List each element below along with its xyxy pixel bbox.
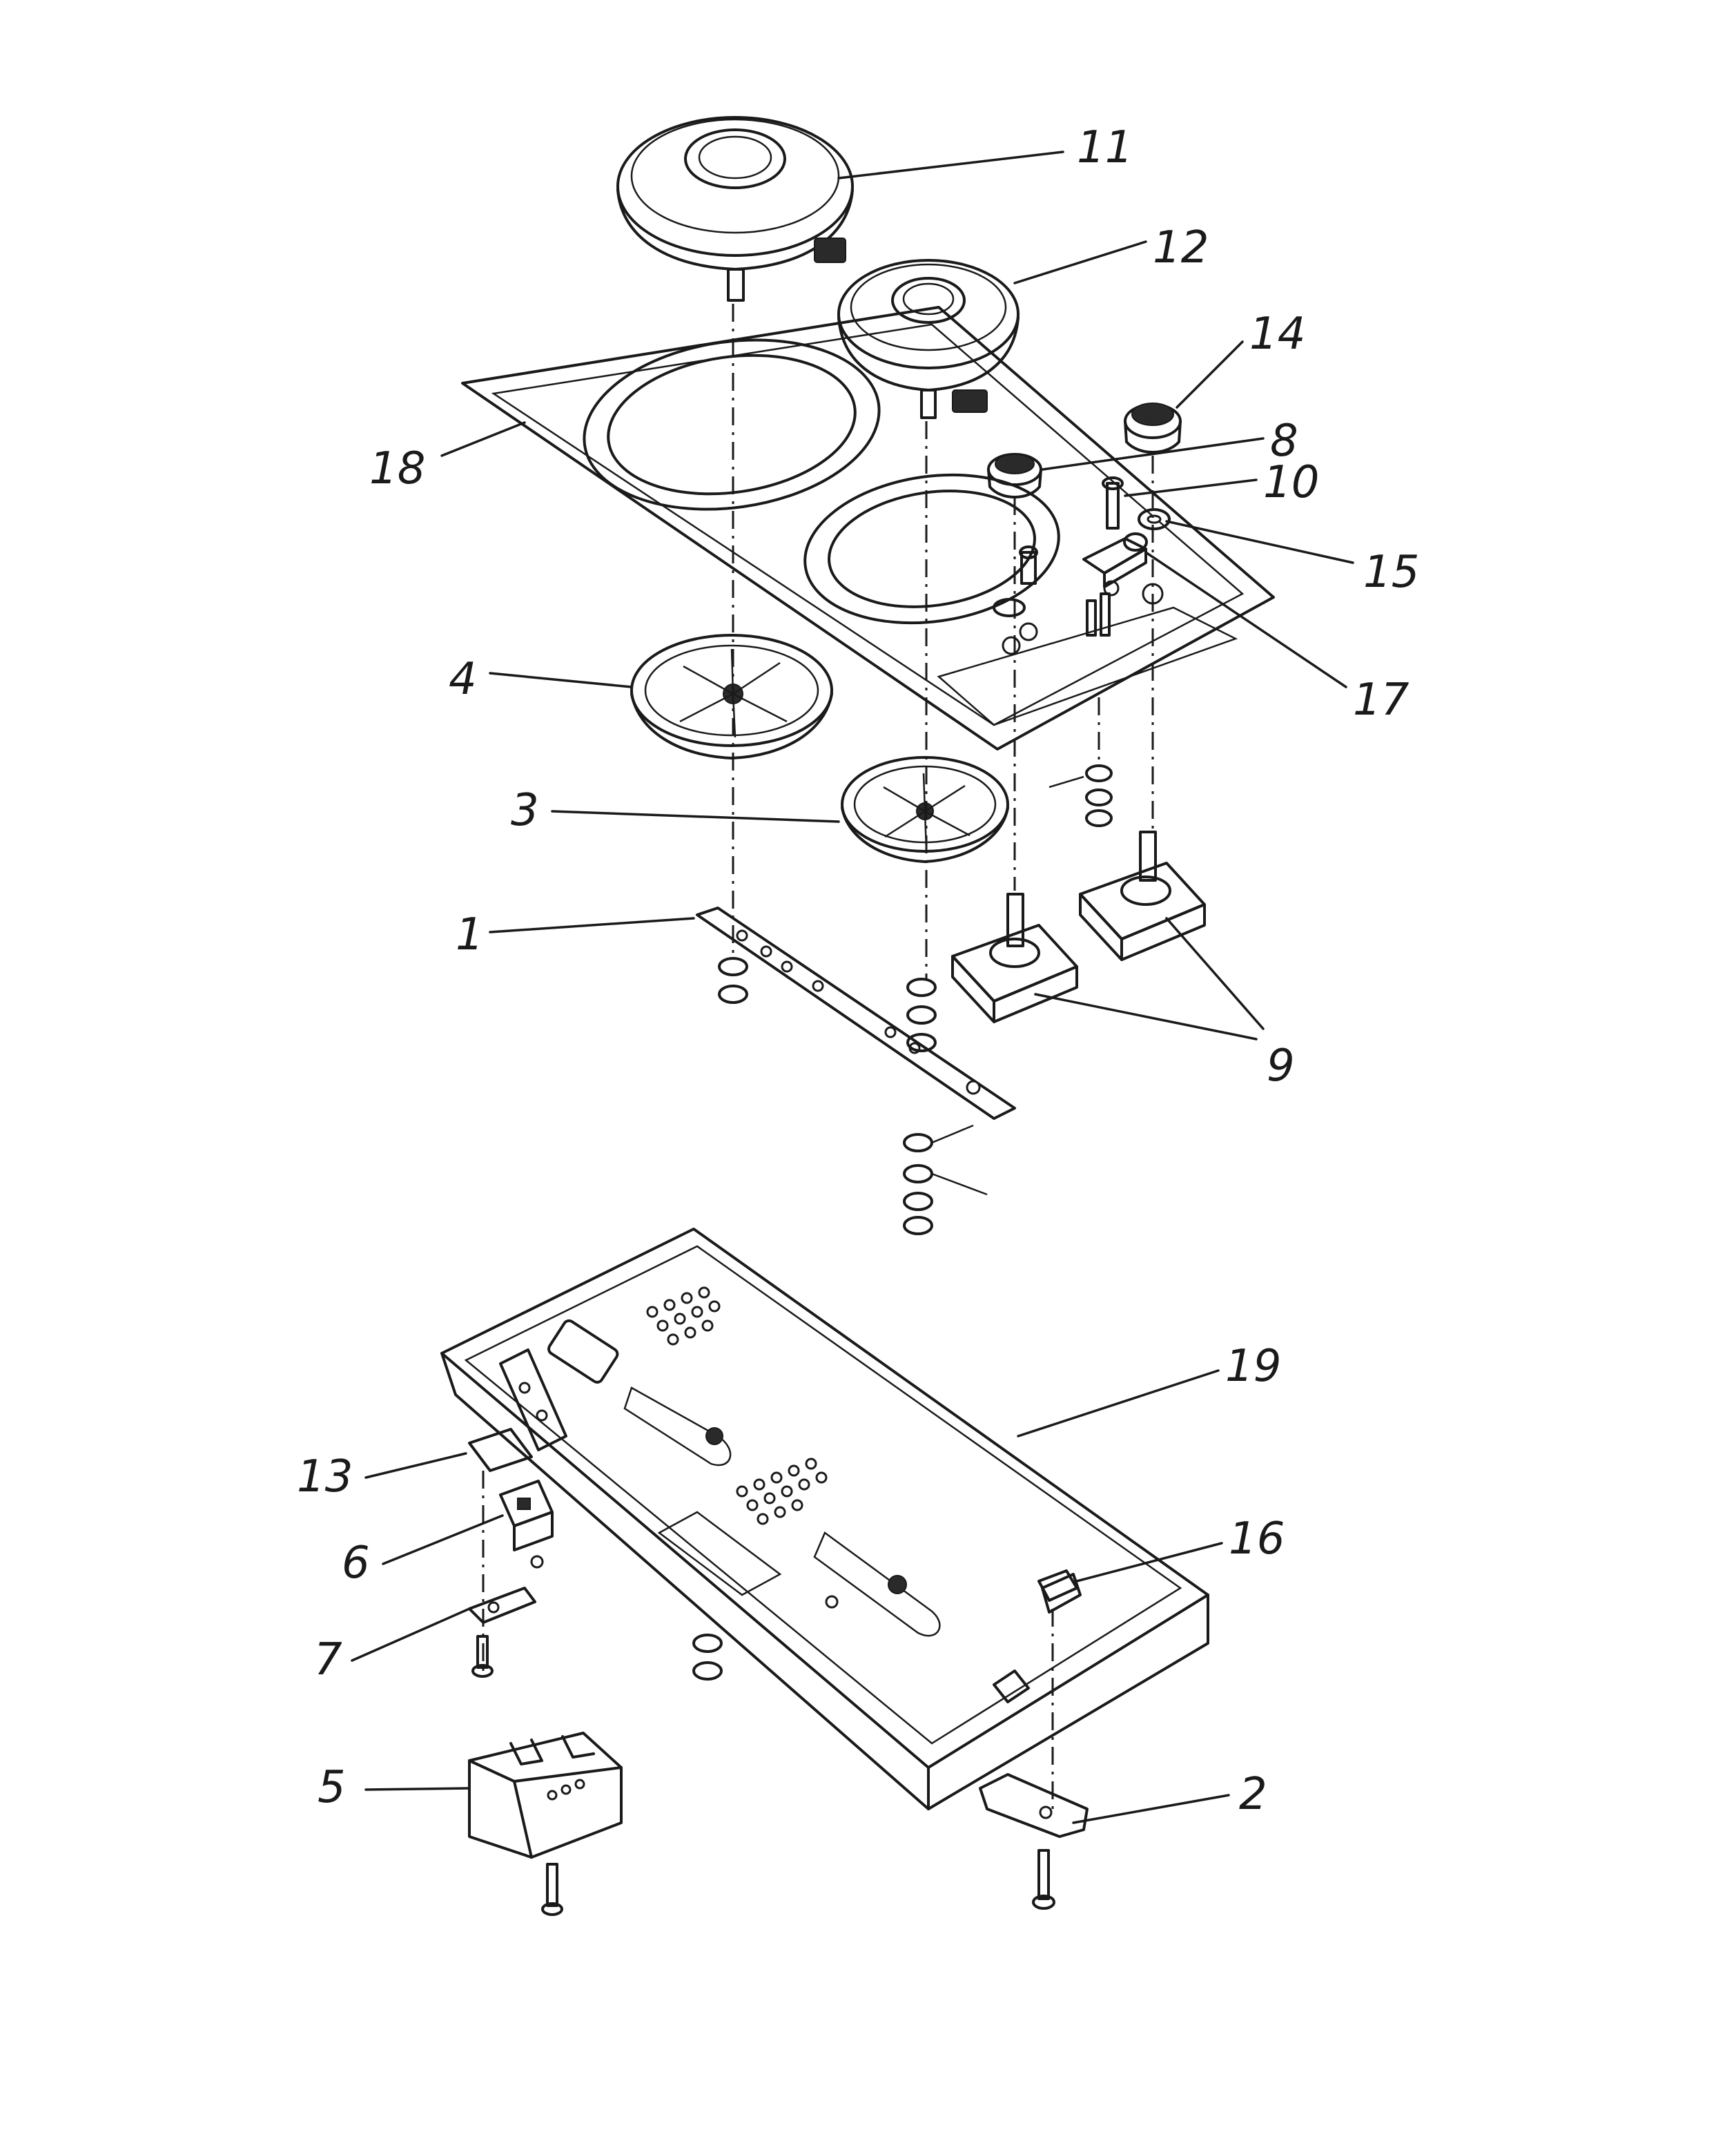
washer — [1138, 508, 1171, 530]
energy-regulator-right — [1079, 831, 1206, 961]
terminal-block — [499, 1480, 554, 1569]
control-knob-left — [987, 453, 1042, 499]
callout-19: 19 — [1225, 1341, 1281, 1392]
callout-9: 9 — [1267, 1041, 1295, 1092]
control-knob — [1124, 403, 1182, 454]
indicator-pin — [1102, 476, 1124, 530]
reflector-pan-small — [841, 756, 1009, 863]
housing-tray — [440, 1228, 1209, 1810]
callout-2: 2 — [1239, 1769, 1267, 1820]
ground-screw-stack — [1049, 764, 1113, 827]
callout-18: 18 — [369, 443, 425, 494]
callout-4: 4 — [449, 654, 477, 705]
mounting-clamp — [979, 1773, 1089, 1910]
mounting-bracket-bar — [696, 907, 1016, 1120]
energy-regulator-left — [951, 893, 1078, 1023]
callout-17: 17 — [1353, 675, 1410, 726]
callout-12: 12 — [1153, 222, 1209, 273]
terminal-bracket — [468, 1428, 533, 1472]
nuts-middle-stack — [906, 978, 937, 1052]
fixing-clip — [1037, 1569, 1078, 1602]
tray-side-bracket — [499, 1348, 567, 1451]
callout-15: 15 — [1363, 547, 1419, 598]
callout-10: 10 — [1263, 457, 1319, 508]
callout-7: 7 — [314, 1634, 342, 1685]
tray-foot-nuts — [692, 1634, 723, 1681]
nuts-left-stack — [718, 957, 748, 1004]
callout-13: 13 — [297, 1451, 353, 1502]
callout-1: 1 — [456, 909, 484, 960]
cable-clamp — [468, 1587, 536, 1678]
callout-16: 16 — [1229, 1513, 1285, 1565]
callout-11: 11 — [1077, 122, 1133, 173]
small-hotplate — [837, 259, 1020, 419]
vent-holes-upper — [646, 1286, 721, 1346]
callout-8: 8 — [1270, 416, 1298, 467]
callout-14: 14 — [1249, 309, 1305, 360]
callout-3: 3 — [511, 785, 539, 836]
knob-spindle — [993, 545, 1038, 617]
terminal-nuts-stack — [903, 1124, 988, 1235]
terminal-cover — [468, 1732, 623, 1916]
callout-6: 6 — [342, 1538, 370, 1589]
signal-lamp-switch — [1082, 532, 1148, 637]
reflector-pan-large — [630, 634, 833, 759]
leader-lines — [351, 151, 1354, 1824]
callout-5: 5 — [318, 1762, 346, 1813]
large-hotplate — [616, 116, 854, 302]
assembly-axis-lines — [482, 304, 1154, 1809]
vent-holes-lower — [736, 1458, 828, 1525]
